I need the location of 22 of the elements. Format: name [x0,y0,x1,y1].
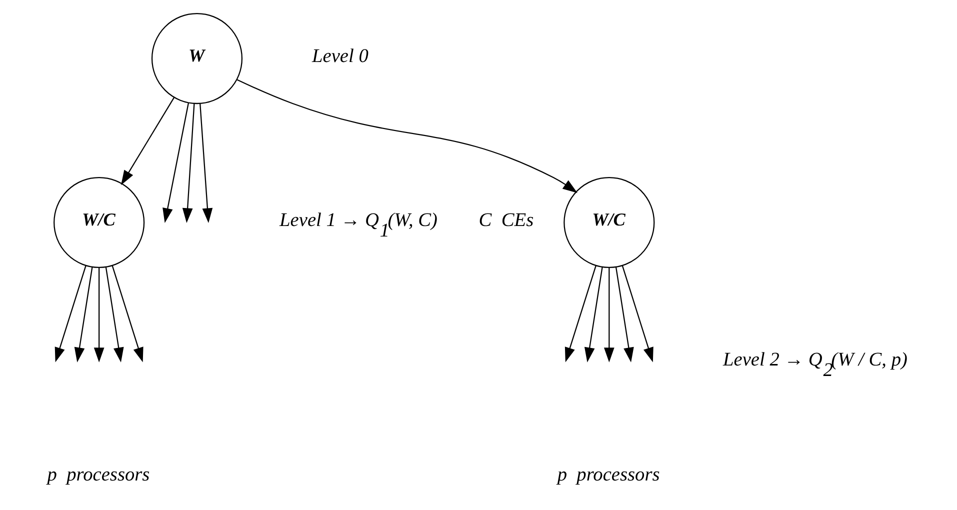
arrow [54,264,86,362]
arrow [74,266,93,362]
label: Level 0 [312,46,368,67]
arrow [182,102,195,223]
arrow [604,267,614,362]
arrow [121,96,175,185]
arrow [236,78,578,192]
arrow [162,102,189,222]
arrow [200,102,213,223]
arrow [94,267,104,362]
arrow [105,266,124,362]
arrow [564,264,596,362]
arrow [584,266,603,362]
arrow [622,264,654,362]
label: C CEs [478,210,534,231]
node-circle: W [151,12,243,104]
node-circle: W/C [54,176,145,268]
node-circle: W/C [564,176,655,268]
arrow [112,264,144,362]
label: p processors [47,464,150,485]
label: p processors [557,464,660,485]
arrow [615,266,634,362]
